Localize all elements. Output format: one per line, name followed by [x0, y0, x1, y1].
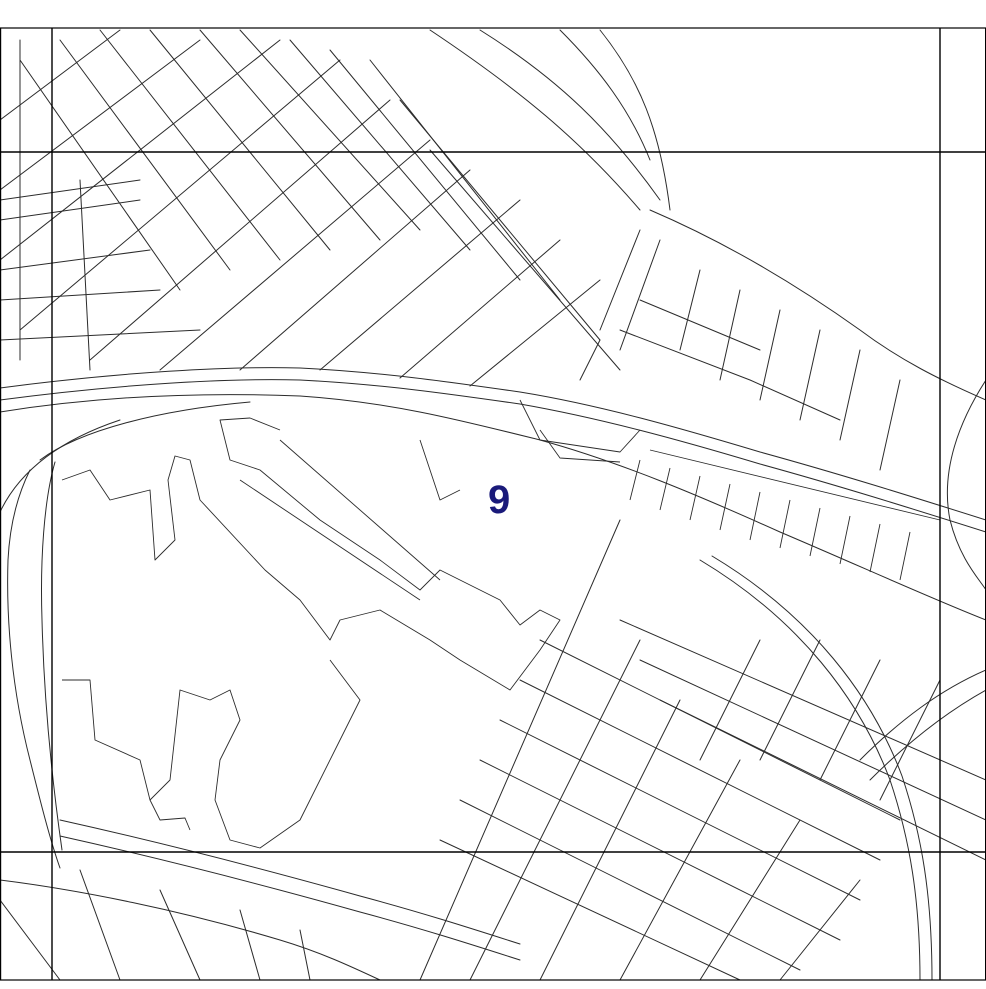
street-network	[0, 29, 986, 981]
map-zone-label: 9	[488, 478, 510, 522]
map-grid	[0, 27, 986, 981]
